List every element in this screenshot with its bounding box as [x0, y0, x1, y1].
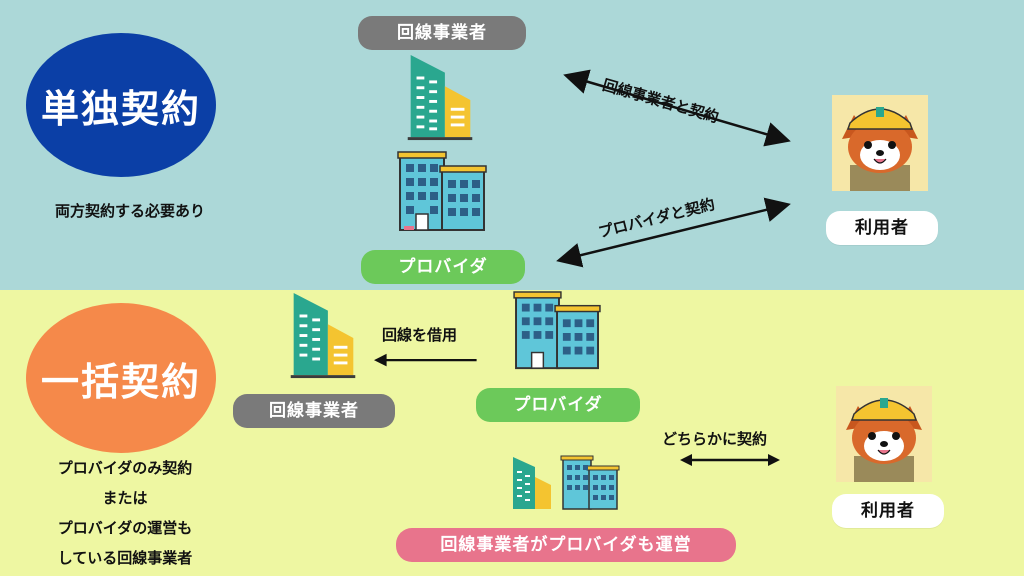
lease-arrow-icon: [374, 353, 477, 367]
bundled-note-line-2: または: [102, 489, 148, 507]
red-panda-avatar-icon: [832, 95, 928, 191]
combined-label: 回線事業者がプロバイダも運営: [396, 528, 736, 562]
provider-label-bottom: プロバイダ: [476, 388, 640, 422]
single-contract-section: 単独契約 両方契約する必要あり 回線事業者: [0, 0, 1024, 290]
either-arrow-icon: [680, 454, 780, 466]
carrier-label-bottom: 回線事業者: [233, 394, 395, 428]
single-contract-title: 単独契約: [26, 33, 216, 177]
user-label-bottom: 利用者: [832, 494, 944, 528]
user-label-top: 利用者: [826, 211, 938, 245]
red-panda-avatar-icon: [836, 386, 932, 482]
provider-label-top: プロバイダ: [361, 250, 525, 284]
single-contract-note: 両方契約する必要あり: [54, 202, 205, 220]
carrier-label-top: 回線事業者: [358, 16, 526, 50]
bundled-note-line-3: プロバイダの運営も: [57, 519, 193, 537]
bundled-contract-section: 一括契約 プロバイダのみ契約 または プロバイダの運営も している回線事業者 回…: [0, 290, 1024, 576]
provider-building-icon: [397, 151, 487, 231]
bundled-note-line-4: している回線事業者: [57, 549, 193, 567]
arrow-label-carrier: 回線事業者と契約: [600, 75, 721, 127]
combined-buildings-icon: [513, 455, 620, 510]
provider-building-icon: [513, 291, 601, 370]
lease-label: 回線を借用: [382, 326, 458, 344]
either-label: どちらかに契約: [662, 430, 768, 448]
bundled-note-line-1: プロバイダのみ契約: [57, 459, 193, 477]
carrier-building-icon: [407, 55, 473, 141]
carrier-building-icon: [290, 293, 356, 379]
arrow-label-provider: プロバイダと契約: [596, 195, 717, 242]
bundled-contract-title: 一括契約: [26, 303, 216, 453]
